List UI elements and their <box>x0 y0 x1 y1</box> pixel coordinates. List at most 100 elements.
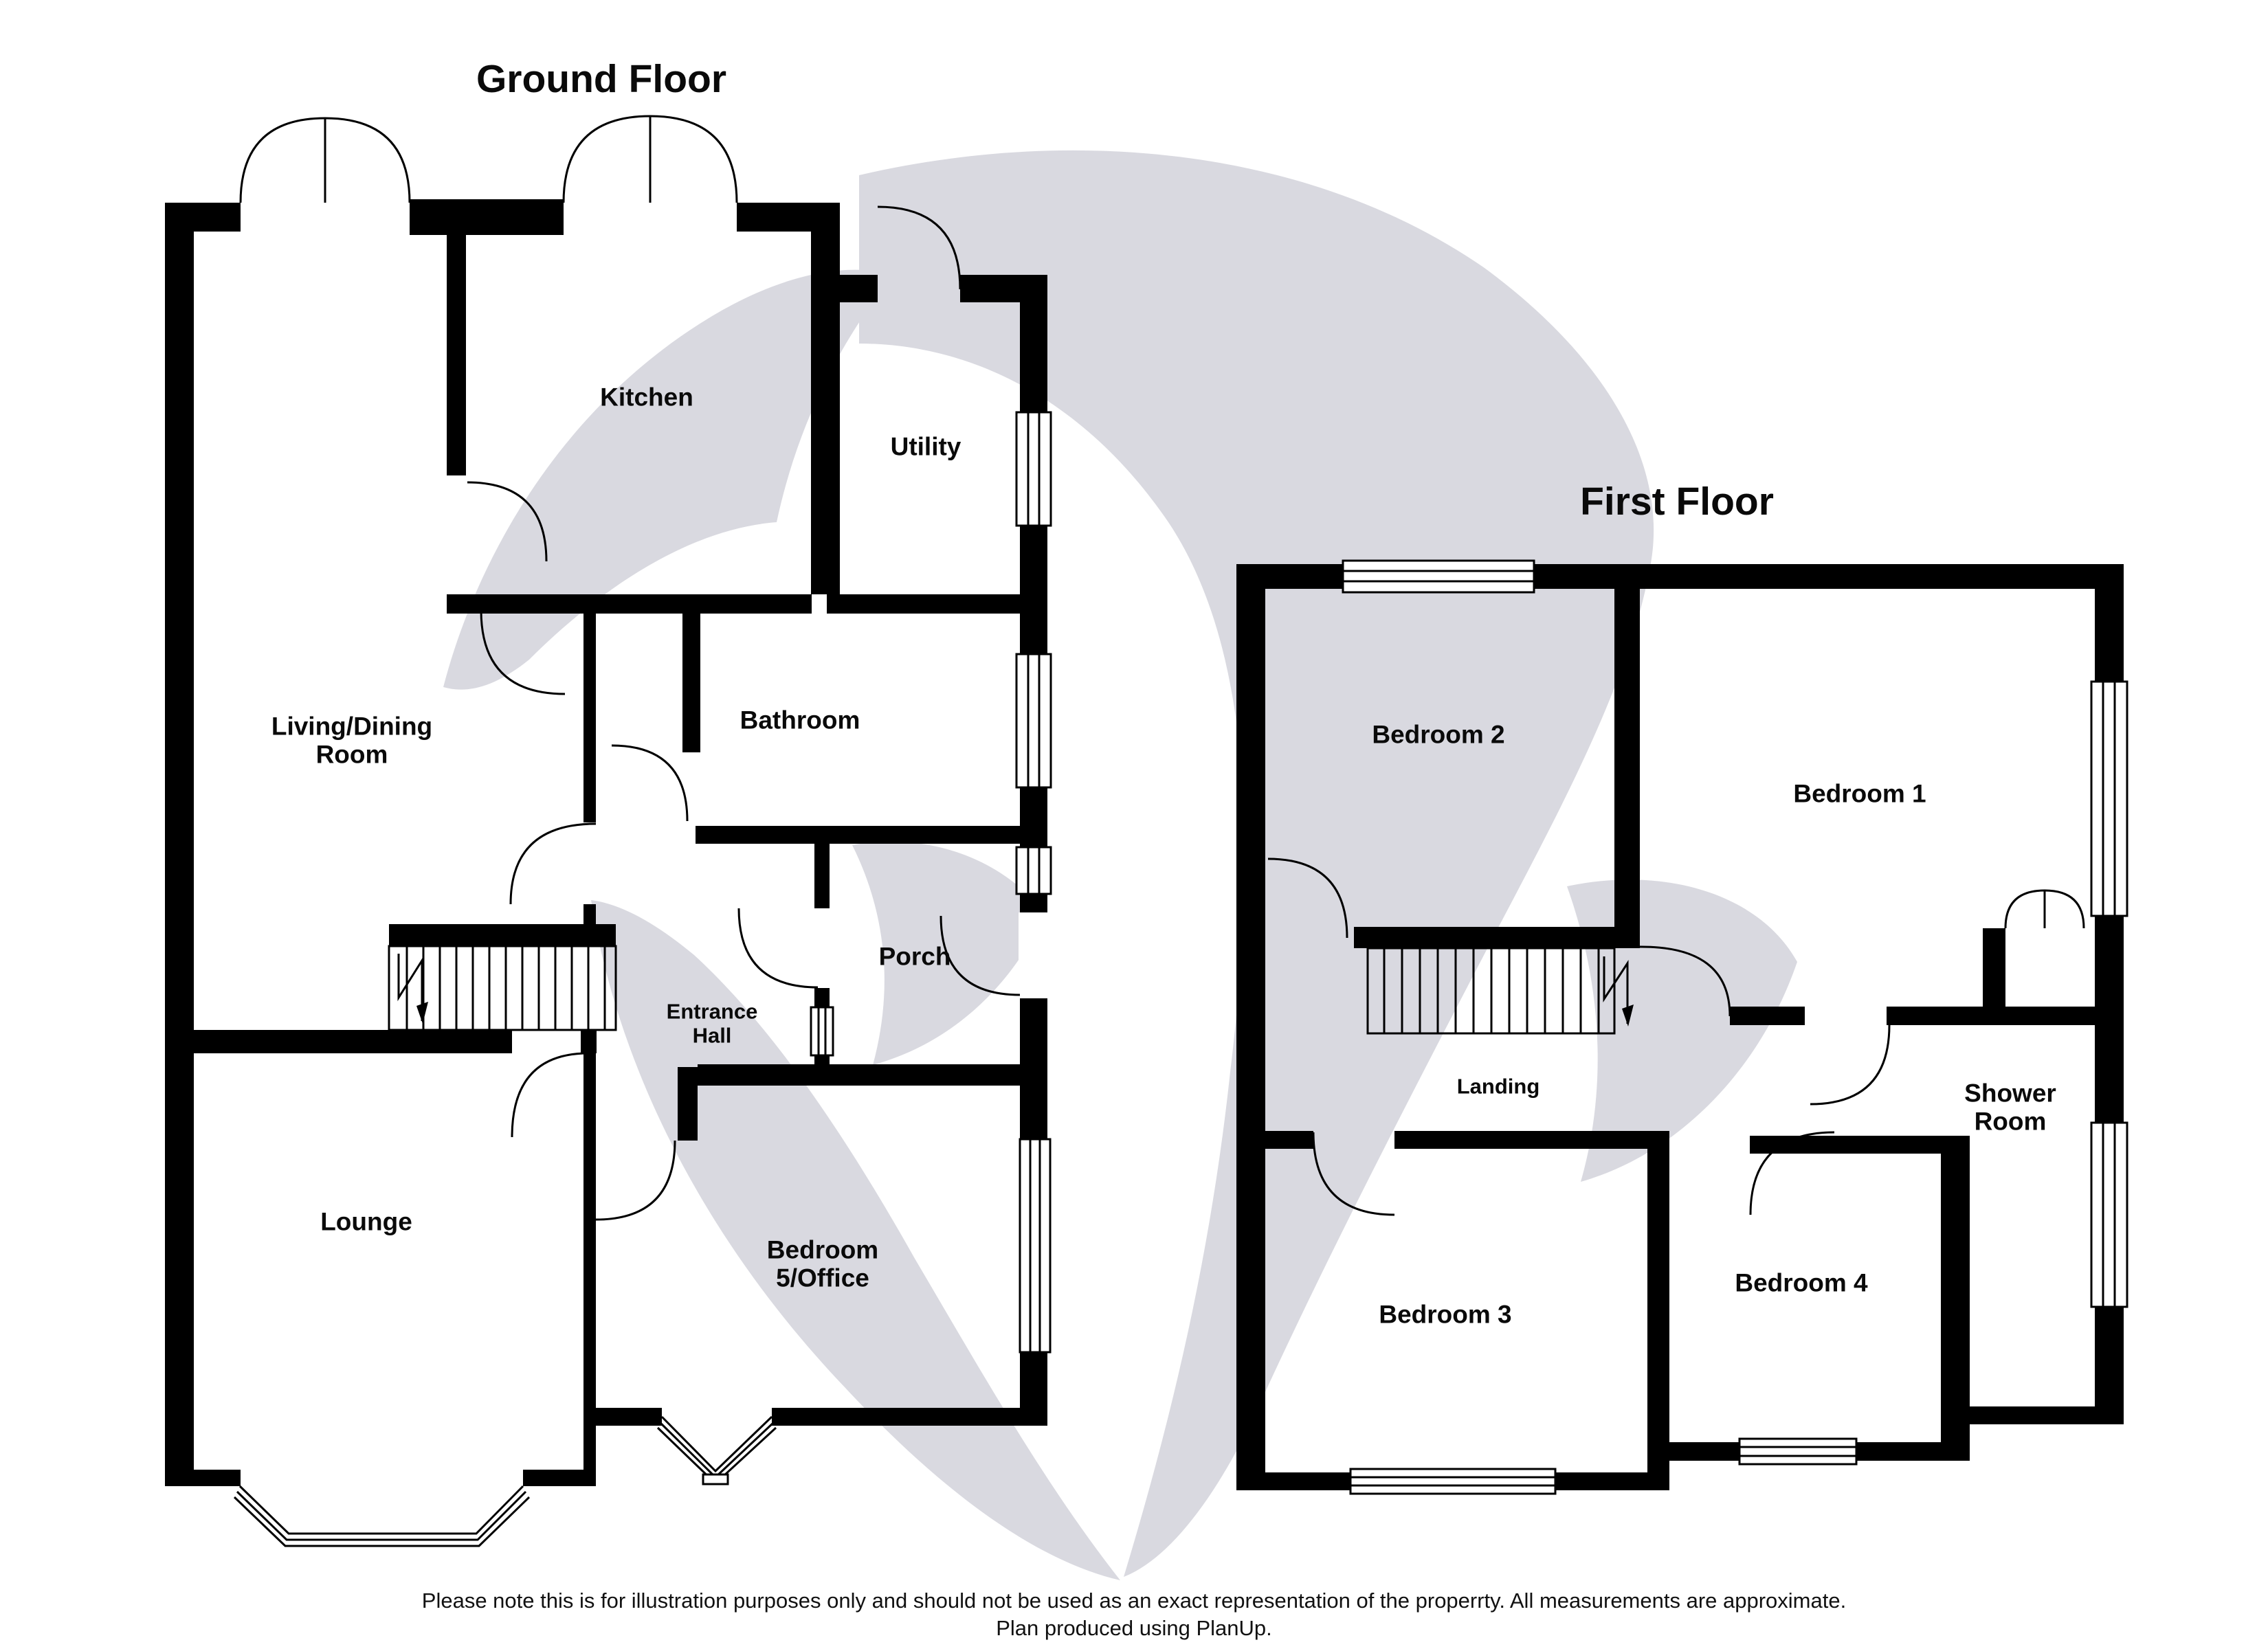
bedroom5-window <box>1019 1138 1052 1354</box>
wall <box>696 826 1020 844</box>
wall <box>447 232 466 475</box>
porch-hall-door-arc <box>737 908 819 989</box>
room-label-bedroom2: Bedroom 2 <box>1372 720 1505 749</box>
wall <box>165 1030 512 1053</box>
wall <box>1265 1131 1313 1149</box>
wall <box>682 614 700 752</box>
wall <box>1394 1131 1669 1149</box>
front-door-opening <box>1019 912 1049 998</box>
wall <box>1552 1472 1669 1490</box>
wall <box>1750 1136 1941 1154</box>
wall <box>814 844 830 908</box>
ground-floor-title: Ground Floor <box>476 57 727 101</box>
bedroom2-window <box>1342 559 1535 594</box>
wall <box>1614 589 1640 927</box>
bedroom4-window <box>1738 1437 1858 1466</box>
first-floor-doors <box>1267 857 2085 1216</box>
wall <box>523 1470 596 1486</box>
stairs-outline <box>388 945 617 1031</box>
wall <box>165 203 241 232</box>
watermark-beak <box>1567 879 1797 1182</box>
wall <box>1853 1442 1970 1461</box>
wall <box>1983 928 2005 1007</box>
wall <box>814 988 830 1007</box>
wall <box>389 924 616 946</box>
stairs-direction-arrow <box>1622 1005 1634 1027</box>
bedroom3-door-arc <box>1312 1132 1395 1216</box>
wall <box>447 594 812 614</box>
bedroom4-door-arc <box>1749 1131 1835 1215</box>
room-label-bedroom3: Bedroom 3 <box>1379 1300 1512 1329</box>
bedroom5-door-arc <box>595 1140 676 1221</box>
hall-side-window <box>1015 846 1052 895</box>
room-label-bedroom5: Bedroom 5/Office <box>766 1235 879 1292</box>
french-door-arc <box>649 115 738 203</box>
closet-door-arc <box>2004 889 2045 929</box>
lounge-bay-window <box>238 1485 524 1535</box>
wall <box>1236 564 1265 1490</box>
living-room-door-arc <box>509 822 597 905</box>
bathroom-door-arc <box>611 744 689 822</box>
closet-door-arc <box>2044 889 2085 929</box>
ground-floor-plan <box>165 115 1052 1547</box>
ground-floor-windows <box>810 411 1052 1354</box>
living-dining-door-arc <box>480 609 566 695</box>
kitchen-door-arc <box>467 481 548 562</box>
first-floor-title: First Floor <box>1580 480 1774 524</box>
room-label-bathroom: Bathroom <box>740 706 860 734</box>
wall <box>698 1064 1020 1086</box>
wall <box>1647 1131 1669 1472</box>
ground-floor-doors <box>239 115 1021 1221</box>
stairs-treads <box>405 946 606 1030</box>
wall <box>1236 1472 1354 1490</box>
wall <box>827 594 1020 614</box>
wall <box>1730 1007 1805 1025</box>
first-floor-plan <box>1236 559 2128 1495</box>
wall <box>737 203 840 232</box>
first-floor-stairs <box>1366 947 1634 1035</box>
wall <box>772 1408 1020 1426</box>
stairs-direction-zigzag <box>397 954 423 1021</box>
lounge-door-arc <box>511 1052 589 1138</box>
stairs-direction-zigzag <box>1603 956 1629 1024</box>
room-label-living-dining: Living/Dining Room <box>271 712 433 769</box>
stairs-direction-arrow <box>416 1002 428 1024</box>
wall <box>583 1408 662 1426</box>
wall <box>960 275 1020 302</box>
bedroom2-door-arc <box>1267 857 1348 939</box>
utility-door-arc <box>877 205 961 290</box>
bedroom1-window <box>2090 680 2128 917</box>
watermark-porch-blob <box>852 841 1045 1065</box>
front-door-arc <box>940 915 1021 996</box>
wall <box>840 275 878 302</box>
french-door-arc <box>562 115 651 203</box>
bedroom1-door-arc <box>1639 945 1731 1017</box>
bathroom-window <box>1015 653 1052 789</box>
wall <box>1887 1007 2124 1025</box>
room-label-shower-room: Shower Room <box>1964 1079 2056 1136</box>
french-door-arc <box>324 117 411 203</box>
lounge-bay-window <box>236 1490 527 1541</box>
wall <box>1354 927 1640 948</box>
disclaimer-line2: Plan produced using PlanUp. <box>996 1616 1272 1640</box>
room-label-entrance-hall: Entrance Hall <box>666 999 758 1047</box>
room-label-utility: Utility <box>890 432 961 461</box>
room-label-bedroom1: Bedroom 1 <box>1793 779 1926 808</box>
wall <box>1669 1442 1743 1461</box>
wall <box>583 904 596 924</box>
wall <box>811 232 840 302</box>
porch-window <box>810 1006 834 1057</box>
bedroom5-bay-sill <box>702 1473 729 1485</box>
wall <box>1941 1406 2124 1424</box>
wall <box>583 614 596 822</box>
room-label-porch: Porch <box>878 942 951 971</box>
wall <box>1534 564 2124 589</box>
stairs-treads <box>1383 948 1600 1033</box>
shower-room-door-arc <box>1810 1024 1891 1106</box>
watermark-left-wing <box>443 269 893 690</box>
wall <box>583 1053 596 1486</box>
disclaimer-line1: Please note this is for illustration pur… <box>421 1589 1847 1613</box>
ground-floor-stairs <box>388 945 617 1031</box>
